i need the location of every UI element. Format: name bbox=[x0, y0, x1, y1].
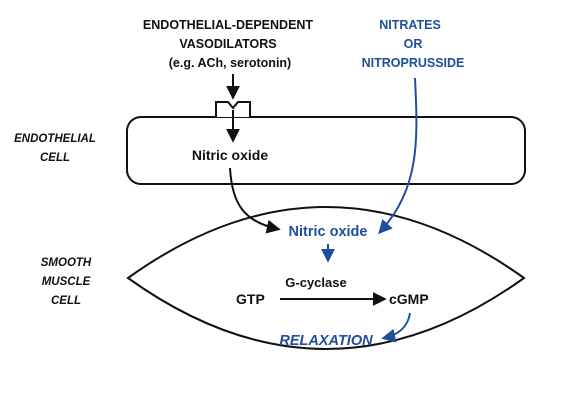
nitrates-label: NITRATES bbox=[379, 18, 441, 32]
endothelial-label-line1: ENDOTHELIAL bbox=[14, 133, 96, 145]
endothelial-no-diffusion-arrow bbox=[229, 167, 281, 234]
endothelial-label-line2: CELL bbox=[40, 152, 70, 164]
nitroprusside-label: NITROPRUSSIDE bbox=[362, 56, 465, 70]
endothelial-nitric-oxide: Nitric oxide bbox=[192, 147, 268, 163]
smooth-muscle-cell-shape bbox=[126, 206, 526, 350]
nitrates-to-no-arrow bbox=[378, 77, 418, 235]
vasodilators-title-line1: ENDOTHELIAL-DEPENDENT bbox=[143, 18, 314, 32]
endothelial-cell-shape bbox=[126, 116, 526, 185]
vasodilators-examples: (e.g. ACh, serotonin) bbox=[169, 56, 291, 70]
smooth-muscle-label-line1: SMOOTH bbox=[41, 257, 92, 269]
smooth-muscle-nitric-oxide: Nitric oxide bbox=[289, 224, 368, 240]
or-label: OR bbox=[404, 37, 423, 51]
vasodilators-title-line2: VASODILATORS bbox=[179, 37, 276, 51]
cgmp-to-relaxation-arrow bbox=[381, 312, 411, 343]
smooth-muscle-label-line2: MUSCLE bbox=[42, 276, 91, 288]
receptor-shape bbox=[215, 101, 251, 117]
cgmp-label: cGMP bbox=[389, 291, 429, 307]
smooth-muscle-label-line3: CELL bbox=[51, 295, 81, 307]
g-cyclase-label: G-cyclase bbox=[285, 275, 346, 290]
relaxation-label: RELAXATION bbox=[279, 333, 373, 349]
gtp-label: GTP bbox=[236, 291, 265, 307]
